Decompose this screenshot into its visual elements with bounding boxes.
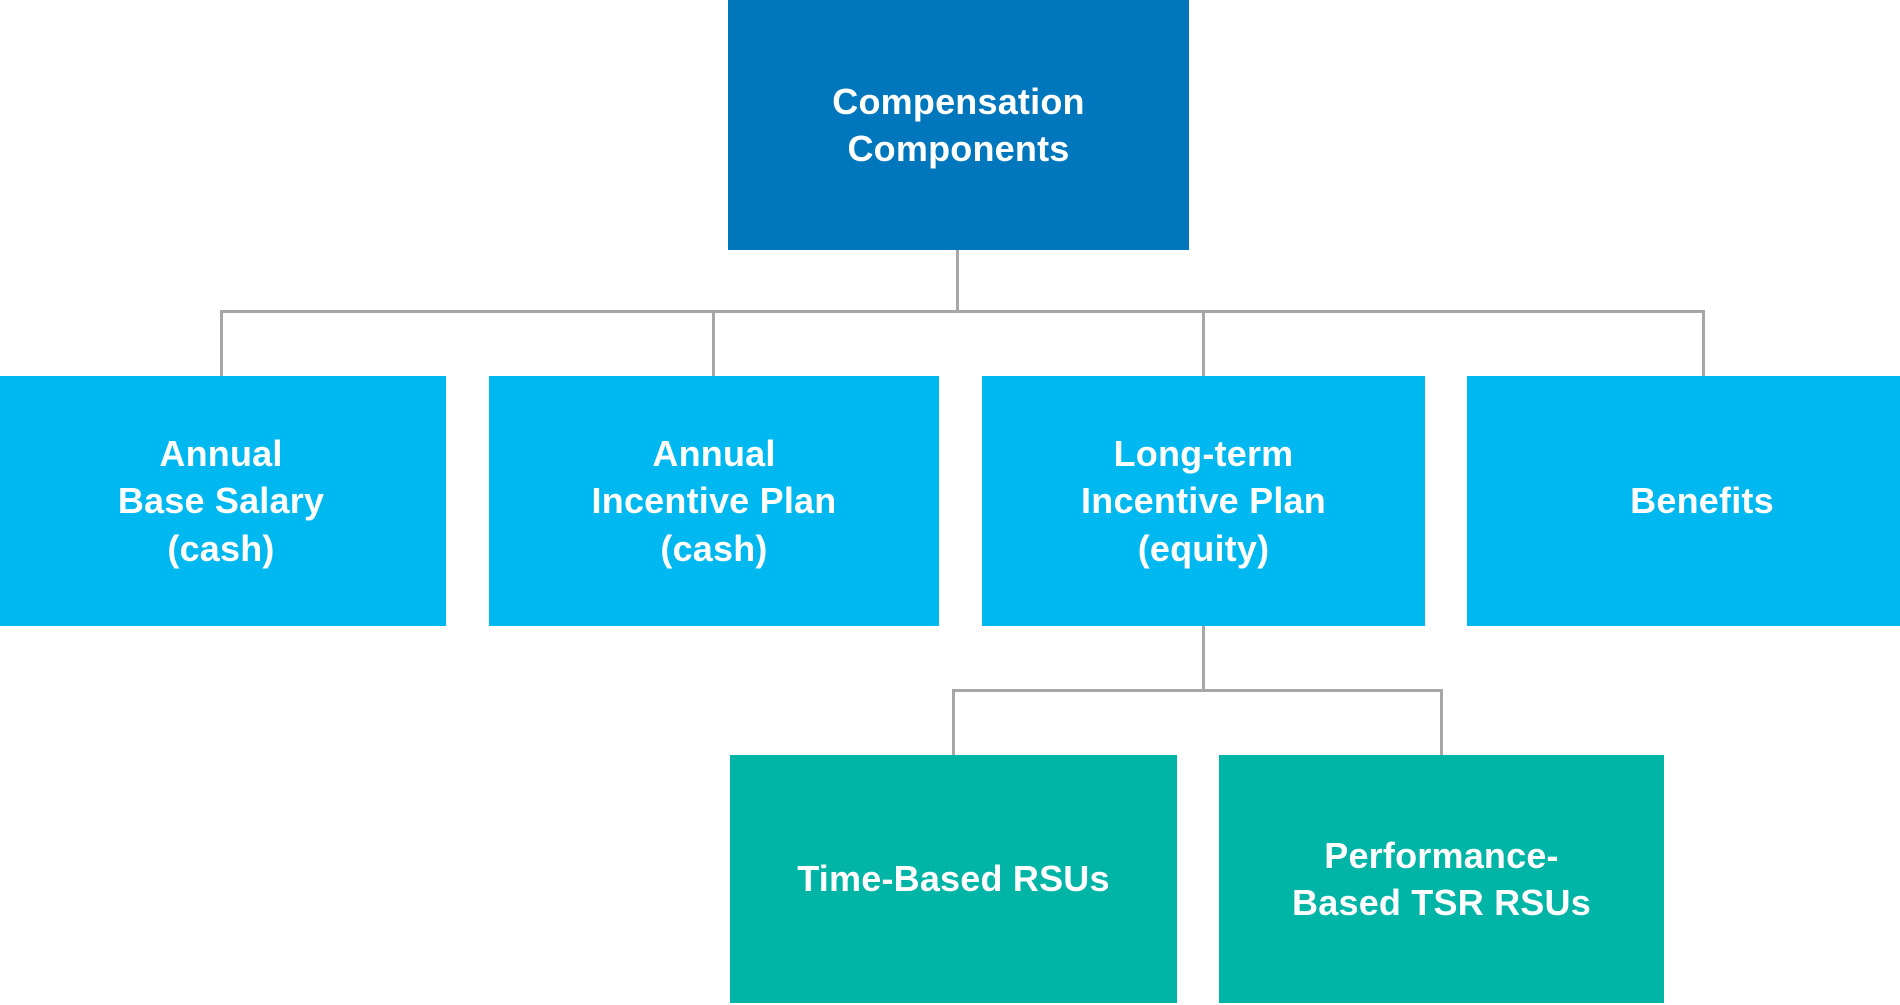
- connector-drop-benefits: [1702, 313, 1705, 376]
- node-performance-based-tsr-rsus: Performance- Based TSR RSUs: [1219, 755, 1664, 1003]
- node-annual-incentive-plan: Annual Incentive Plan (cash): [489, 376, 939, 626]
- node-long-term-incentive-plan: Long-term Incentive Plan (equity): [982, 376, 1425, 626]
- node-annual-base-salary-label: Annual Base Salary (cash): [117, 433, 325, 569]
- node-long-term-incentive-plan-label: Long-term Incentive Plan (equity): [1081, 433, 1326, 569]
- node-compensation-components: Compensation Components: [728, 0, 1189, 250]
- node-time-based-rsus: Time-Based RSUs: [730, 755, 1177, 1003]
- connector-drop-long-term-incentive: [1202, 313, 1205, 376]
- node-time-based-rsus-label: Time-Based RSUs: [797, 858, 1110, 900]
- node-benefits: Benefits: [1467, 376, 1900, 626]
- node-compensation-components-label: Compensation Components: [832, 80, 1085, 169]
- connector-level2-bar: [952, 689, 1443, 692]
- connector-ltip-stem: [1202, 626, 1205, 689]
- node-annual-incentive-plan-label: Annual Incentive Plan (cash): [591, 433, 837, 569]
- node-annual-base-salary: Annual Base Salary (cash): [0, 376, 446, 626]
- node-performance-based-tsr-rsus-label: Performance- Based TSR RSUs: [1292, 834, 1591, 923]
- connector-drop-time-based-rsus: [952, 692, 955, 755]
- connector-drop-performance-tsr-rsus: [1440, 692, 1443, 755]
- connector-drop-base-salary: [220, 313, 223, 376]
- node-benefits-label: Benefits: [1630, 480, 1774, 522]
- connector-drop-annual-incentive: [712, 313, 715, 376]
- connector-level1-bar: [220, 310, 1705, 313]
- connector-root-stem: [956, 250, 959, 313]
